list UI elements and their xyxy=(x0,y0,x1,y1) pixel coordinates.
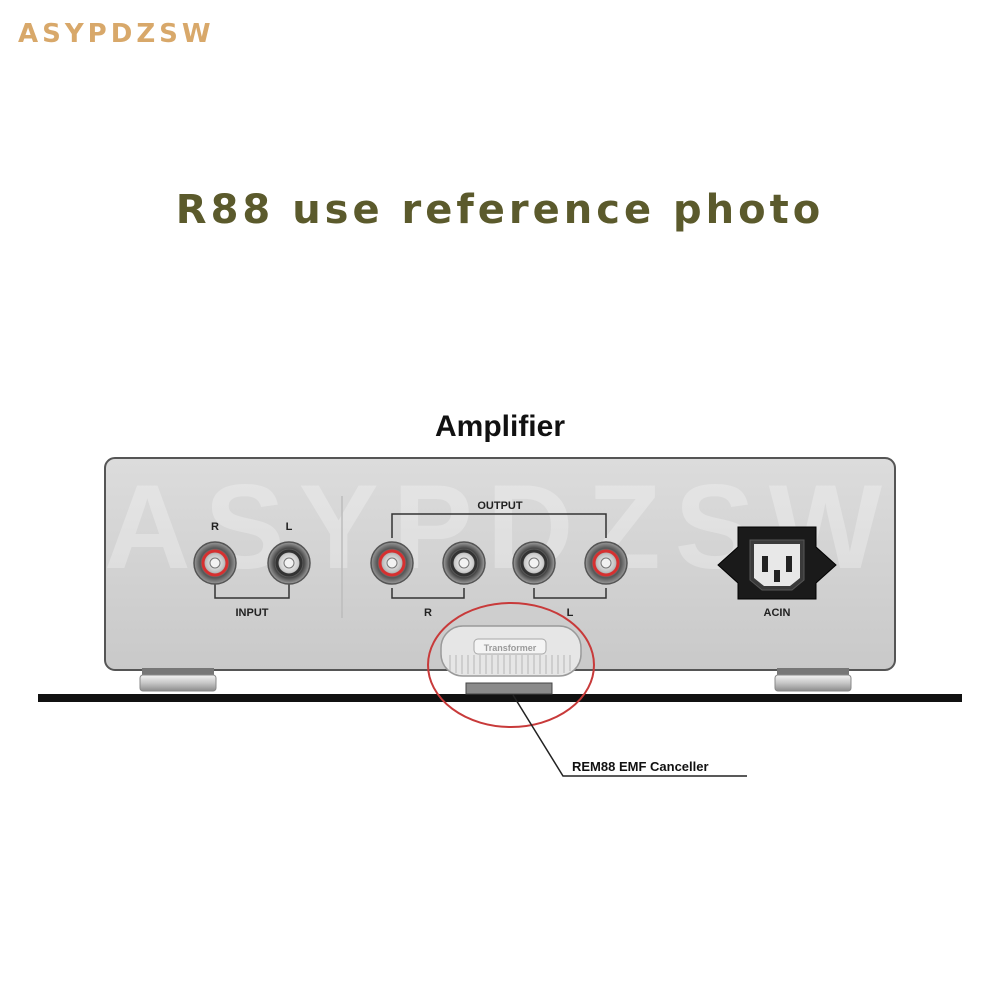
input-l-jack xyxy=(267,541,311,585)
highlight-circle xyxy=(427,602,595,728)
diagram-title: Amplifier xyxy=(435,410,565,443)
rem88-module xyxy=(465,682,553,695)
input-r-jack xyxy=(193,541,237,585)
input-r-label: R xyxy=(211,521,219,533)
ac-inlet-socket xyxy=(717,526,837,600)
page-headline: R88 use reference photo xyxy=(175,187,825,233)
output-r-label: R xyxy=(424,607,432,619)
brand-logo-text: ASYPDZSW xyxy=(18,19,215,49)
output-r-black-jack xyxy=(442,541,486,585)
right-foot xyxy=(774,668,852,692)
transformer-shape xyxy=(440,625,582,677)
output-r-red-jack xyxy=(370,541,414,585)
left-foot xyxy=(139,668,217,692)
input-l-label: L xyxy=(286,521,293,533)
output-l-red-jack xyxy=(584,541,628,585)
output-top-bracket xyxy=(391,513,607,538)
output-r-bracket xyxy=(391,588,465,599)
output-l-black-jack xyxy=(512,541,556,585)
transformer-label: Transformer xyxy=(484,643,537,653)
input-label: INPUT xyxy=(236,607,269,619)
input-bracket xyxy=(214,583,290,599)
output-label: OUTPUT xyxy=(477,500,523,512)
acin-label: ACIN xyxy=(764,607,791,619)
output-l-bracket xyxy=(533,588,607,599)
output-l-label: L xyxy=(567,607,574,619)
callout-leader-line xyxy=(512,694,747,777)
canceller-label: REM88 EMF Canceller xyxy=(572,759,709,774)
support-shelf xyxy=(38,694,962,702)
